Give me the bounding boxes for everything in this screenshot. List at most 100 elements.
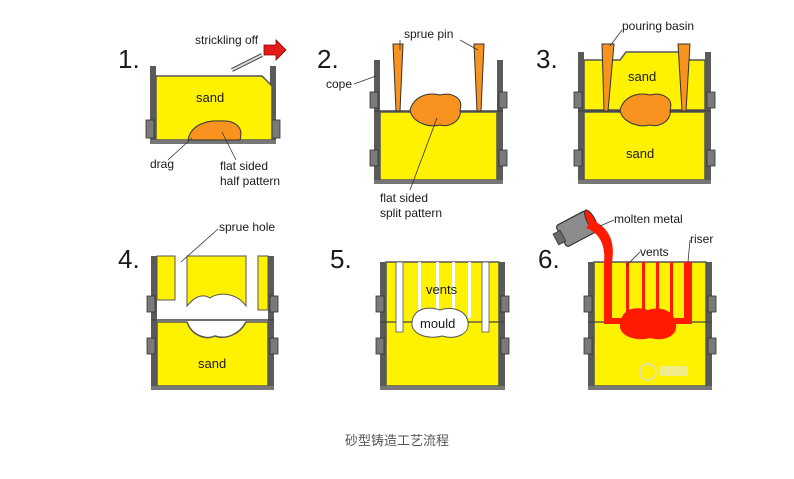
step-6-left-upper-clamp [583,295,593,313]
step-6-board [588,386,712,390]
step-5-vent-3 [452,262,455,314]
step-4-cope-sand-left [156,255,176,301]
step-4-right-lower-clamp [269,337,279,355]
step-4-number: 4. [118,244,140,274]
step-4-sand-label: sand [198,356,226,371]
step-6-left-lower-clamp [583,337,593,355]
step-6-vent-2 [642,262,645,314]
step-2-cope-label: cope [326,77,352,91]
step-6-vents-label: vents [640,245,669,259]
step-1-direction-arrow-icon [263,39,287,61]
step-3-flask-right-wall [705,52,711,184]
step-1-pattern-leader [221,131,237,161]
step-5-left-upper-clamp [375,295,385,313]
step-2-board [374,180,503,184]
step-1-half-pattern [187,120,242,141]
step-6-watermark-mark [660,366,688,376]
step-4-right-upper-clamp [269,295,279,313]
step-1-left-clamp [145,119,155,139]
step-3-sand-top-label: sand [628,69,656,84]
step-3-pouring-basin-label: pouring basin [622,19,694,33]
step-1-panel: 1. strickling off sand drag flat sided h… [118,33,287,188]
step-3-pattern [619,93,672,127]
step-6-flask-right-wall [706,262,712,390]
step-4-left-lower-clamp [146,337,156,355]
step-2-pattern-label-1: flat sided [380,191,428,205]
step-5-vents-label: vents [426,282,458,297]
step-2-sprue-pin-leader-right [459,39,479,51]
step-6-vent-4 [670,262,673,318]
step-2-right-lower-clamp [498,149,508,167]
step-1-flask-left-wall [150,66,156,144]
step-4-flask-left-wall [151,256,157,390]
step-1-drag-label: drag [150,157,174,171]
step-5-board [380,386,505,390]
step-1-pattern-label-1: flat sided [220,159,268,173]
step-3-number: 3. [536,44,558,74]
step-6-sprue-metal [604,262,612,324]
step-3-sprue-pin-left [601,43,615,112]
step-2-sprue-pin-left [392,43,404,112]
step-1-pattern-label-2: half pattern [220,174,280,188]
step-6-number: 6. [538,244,560,274]
step-1-right-clamp [271,119,281,139]
step-4-board [151,386,274,390]
step-6-casting-metal [619,308,677,340]
step-6-watermark-icon [639,363,657,381]
step-2-left-lower-clamp [369,149,379,167]
step-1-strickle-bar-highlight [231,54,263,71]
step-4-sprue-hole-leader [180,228,219,263]
step-5-right-upper-clamp [500,295,510,313]
step-4-sprue-hole-label: sprue hole [219,220,275,234]
step-6-vents-leader [625,251,641,267]
step-6-panel: 6. molten metal vents [538,209,717,390]
step-6-riser-metal [684,262,692,324]
step-5-right-lower-clamp [500,337,510,355]
step-6-riser-leader [687,239,691,263]
step-5-vent-4 [468,262,471,318]
step-3-right-lower-clamp [706,149,716,167]
step-6-flask-left-wall [588,262,594,390]
step-2-split-pattern [409,93,462,127]
step-5-flask-left-wall [380,262,386,390]
step-6-ladle-handle [552,229,567,246]
step-4-cope-sand-center [186,255,247,308]
step-1-sand-label: sand [196,90,224,105]
step-5-mould-cavity [411,307,469,338]
step-4-left-upper-clamp [146,295,156,313]
step-2-pattern-leader [409,117,438,191]
step-1-board [150,140,276,144]
step-5-left-lower-clamp [375,337,385,355]
step-5-panel: 5. vents mould [330,244,510,390]
step-4-flask-right-wall [268,256,274,390]
step-4-drag-sand [156,321,269,387]
step-6-right-lower-clamp [707,337,717,355]
step-2-cope-leader [353,75,377,85]
step-2-flask-left-wall [374,60,380,184]
step-6-right-upper-clamp [707,295,717,313]
figure-caption: 砂型铸造工艺流程 [344,434,449,449]
step-3-flask-left-wall [578,52,584,184]
step-6-vent-1 [626,262,629,318]
step-3-sprue-pin-right [677,43,691,112]
step-4-cope-sand-right [257,255,269,311]
step-6-molten-metal-leader [599,219,615,227]
step-3-sand-bottom-label: sand [626,146,654,161]
step-1-number: 1. [118,44,140,74]
step-5-vent-1 [418,262,421,318]
step-1-flask-right-wall [270,66,276,144]
step-4-panel: 4. sprue hole sand [118,220,279,390]
step-1-sand [155,75,273,141]
step-5-flask-right-wall [499,262,505,390]
step-1-drag-leader [167,137,193,161]
step-5-sprue-right [481,261,490,333]
step-5-vent-2 [436,262,439,314]
step-6-pouring-stream [586,220,613,262]
step-3-left-lower-clamp [573,149,583,167]
step-2-sprue-pin-label: sprue pin [404,27,453,41]
step-2-panel: 2. sprue pin cope flat sided split patte… [317,27,508,220]
step-2-left-upper-clamp [369,91,379,109]
step-2-number: 2. [317,44,339,74]
step-5-sprue-left [395,261,404,333]
